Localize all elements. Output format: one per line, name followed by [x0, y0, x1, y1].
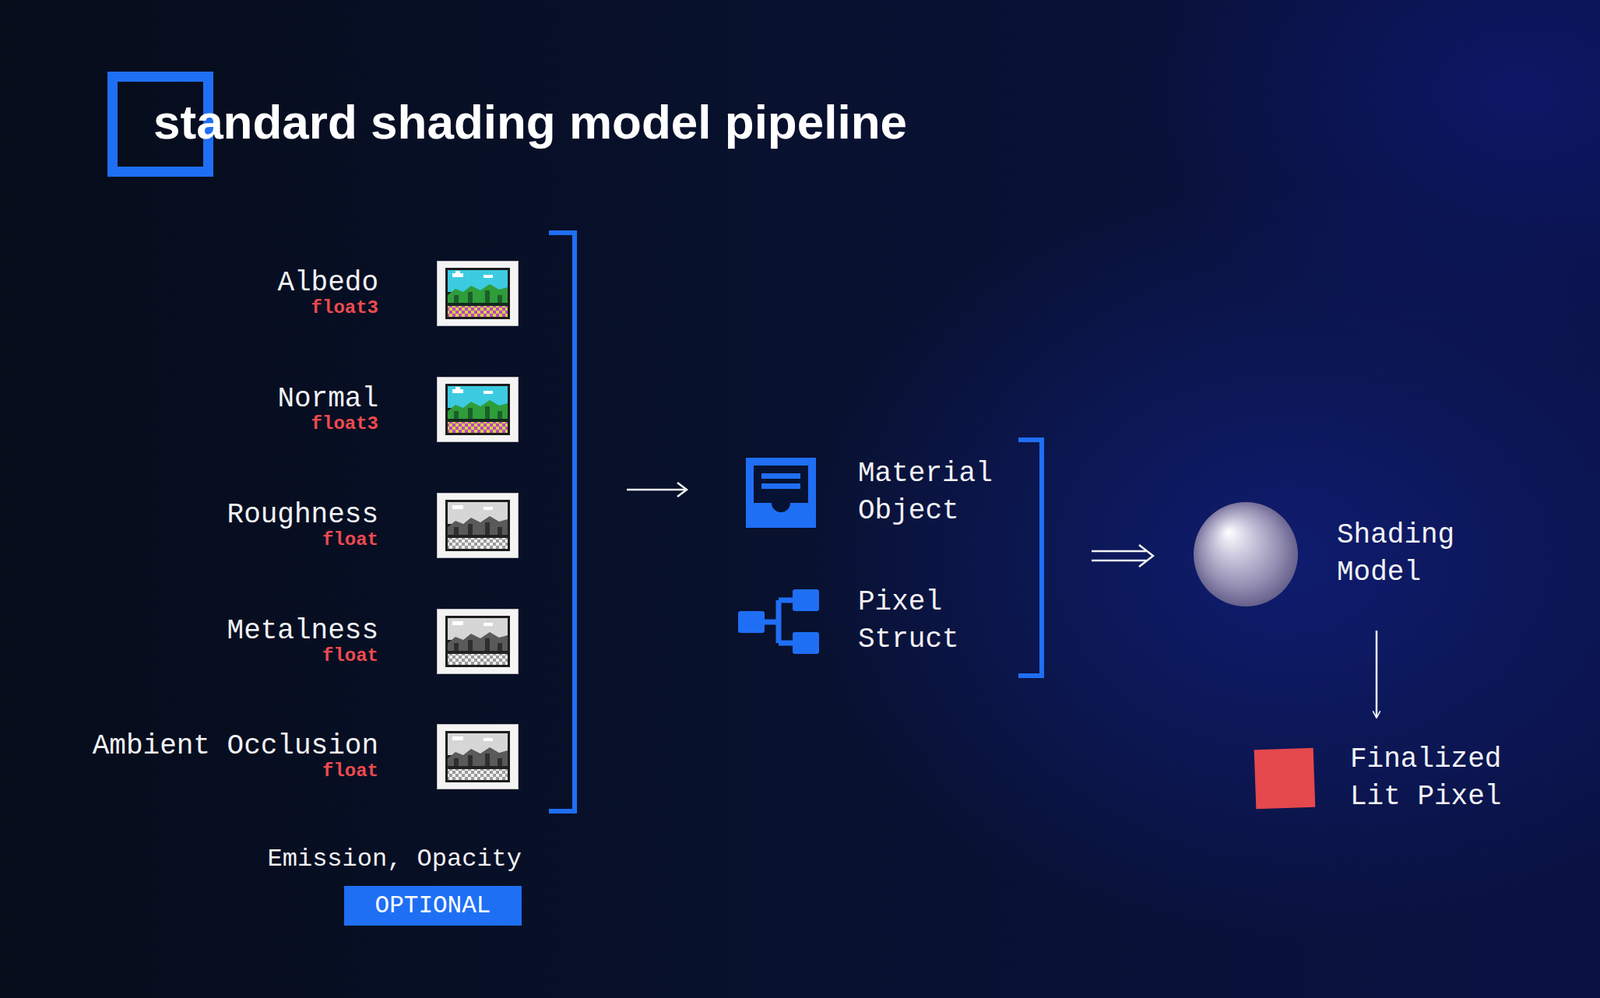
- input-label-block: Roughnessfloat: [227, 500, 379, 551]
- material-bracket: [1018, 439, 1042, 676]
- node-label: Pixel Struct: [858, 583, 968, 659]
- texture-thumbnail-shape: [437, 261, 519, 327]
- lit-pixel-icon-shape: [1254, 748, 1316, 810]
- texture-thumbnail-shape: [437, 609, 519, 675]
- input-type: float3: [277, 414, 379, 435]
- pixel-struct: Pixel Struct: [738, 583, 968, 659]
- material-object: Material Object: [745, 455, 1010, 531]
- texture-thumbnail-shape: [437, 724, 519, 790]
- texture-input: Metalnessfloat: [227, 608, 519, 675]
- texture-thumbnail: [436, 724, 519, 790]
- badge-text: OPTIONAL: [375, 890, 492, 922]
- input-label-block: Normalfloat3: [277, 384, 379, 435]
- pixel-struct-icon: [738, 589, 820, 655]
- texture-thumbnail-shape: [437, 493, 519, 559]
- lit-pixel: Finalized Lit Pixel: [1252, 741, 1510, 816]
- lit-pixel-icon: [1252, 746, 1317, 811]
- texture-input: Albedofloat3: [277, 260, 519, 327]
- input-label-block: Albedofloat3: [277, 268, 379, 319]
- texture-thumbnail: [436, 492, 519, 559]
- input-name: Albedo: [277, 268, 379, 299]
- double-arrow: [1091, 545, 1154, 567]
- single-arrow: [626, 482, 687, 497]
- texture-input: Normalfloat3: [277, 376, 519, 443]
- flow-arrow: [1375, 630, 1379, 718]
- shading-sphere-icon-shape: [1193, 502, 1298, 607]
- node-label: Shading Model: [1336, 516, 1463, 592]
- input-label-block: Ambient Occlusionfloat: [92, 731, 379, 782]
- optional-badge: OPTIONAL: [344, 886, 522, 926]
- shading-sphere-icon: [1192, 501, 1299, 608]
- shading-sphere: Shading Model: [1192, 501, 1463, 608]
- texture-thumbnail: [436, 608, 519, 675]
- input-type: float3: [277, 298, 379, 319]
- input-name: Ambient Occlusion: [92, 731, 379, 762]
- input-type: float: [227, 530, 379, 551]
- material-object-icon-shape: [745, 457, 816, 528]
- input-name: Metalness: [227, 616, 379, 647]
- material-object-icon: [745, 457, 816, 528]
- node-label: Finalized Lit Pixel: [1350, 741, 1510, 816]
- texture-input: Ambient Occlusionfloat: [92, 724, 519, 790]
- pixel-struct-icon-shape: [738, 589, 820, 655]
- texture-thumbnail: [436, 376, 519, 443]
- input-type: float: [227, 646, 379, 667]
- diagram-title: standard shading model pipeline: [153, 93, 908, 152]
- node-label: Material Object: [858, 455, 1010, 531]
- input-label-block: Metalnessfloat: [227, 616, 379, 667]
- input-name: Roughness: [227, 500, 379, 531]
- texture-input: Roughnessfloat: [227, 492, 519, 559]
- input-type: float: [92, 761, 379, 782]
- input-bracket: [548, 232, 575, 812]
- texture-thumbnail: [436, 260, 519, 327]
- input-name: Normal: [277, 384, 379, 415]
- texture-thumbnail-shape: [437, 377, 519, 443]
- note-label: Emission, Opacity: [267, 843, 522, 876]
